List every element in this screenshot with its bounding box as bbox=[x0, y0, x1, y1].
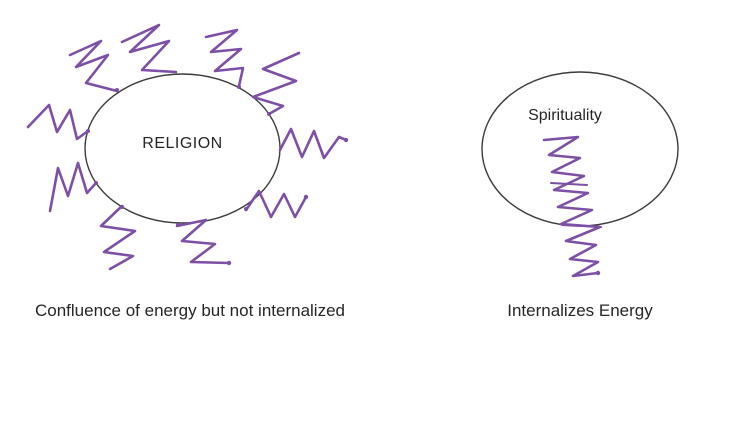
energy-squiggle-right-icon bbox=[278, 127, 348, 160]
energy-squiggle-top-left-icon bbox=[68, 39, 119, 93]
energy-squiggle-top-right-icon bbox=[251, 51, 301, 116]
internalized-energy-squiggle-icon bbox=[542, 135, 602, 278]
energy-squiggle-top-icon bbox=[120, 23, 178, 74]
pen-dots bbox=[86, 85, 601, 276]
energy-squiggle-bottom-left-icon bbox=[99, 204, 137, 271]
energy-squiggle-left-icon bbox=[26, 103, 90, 141]
spirituality-label: Spirituality bbox=[528, 107, 602, 124]
left-caption: Confluence of energy but not internalize… bbox=[35, 301, 345, 320]
energy-squiggle-bottom-middle-icon bbox=[175, 218, 231, 265]
right-caption: Internalizes Energy bbox=[507, 301, 653, 320]
energy-squiggle-left-lower-icon bbox=[48, 161, 98, 213]
energy-squiggle-top-middle-icon bbox=[204, 28, 245, 88]
religion-label: RELIGION bbox=[142, 135, 223, 152]
spirituality-ellipse bbox=[481, 71, 679, 227]
internalized-energy-squiggle-overlap-icon bbox=[550, 182, 602, 228]
energy-squiggle-bottom-right-icon bbox=[244, 189, 308, 219]
